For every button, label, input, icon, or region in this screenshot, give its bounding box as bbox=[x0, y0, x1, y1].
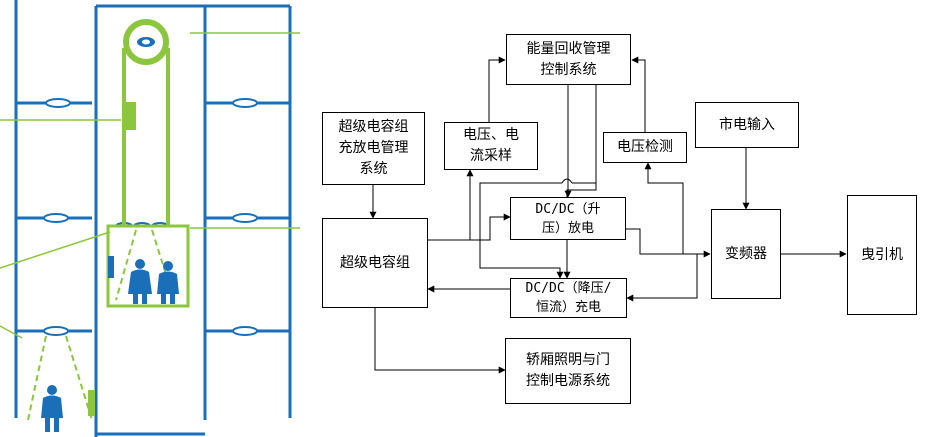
traction-sheave-icon bbox=[123, 19, 169, 65]
traction-machine-block: 曳引机 bbox=[847, 195, 917, 315]
landing-door-indicator bbox=[88, 390, 95, 416]
passenger-icon bbox=[128, 259, 179, 304]
landing-light-cone bbox=[27, 335, 93, 421]
arrow-boost-to-inverter bbox=[626, 228, 711, 258]
arrow-inverter-to-buck bbox=[626, 254, 698, 302]
line-hop bbox=[561, 178, 573, 184]
hoist-ropes bbox=[122, 48, 170, 226]
elevator-illustration bbox=[0, 0, 300, 437]
arrow-voltage-detect-to-energy-mgmt bbox=[631, 56, 646, 132]
mains-input-block: 市电输入 bbox=[695, 102, 799, 148]
voltage-current-sampling-block: 电压、电 流采样 bbox=[444, 122, 538, 170]
shaft-walls bbox=[14, 0, 292, 437]
energy-recovery-mgmt-block: 能量回收管理 控制系统 bbox=[506, 34, 631, 85]
counterweight-icon bbox=[122, 102, 136, 130]
arrow-supercap-to-boost bbox=[470, 213, 511, 241]
cabin-door-panel bbox=[108, 256, 114, 278]
supercap-bank-block: 超级电容组 bbox=[322, 218, 428, 308]
control-line-to-buck-left bbox=[479, 240, 564, 279]
dcdc-buck-charge-block: DC/DC（降压/ 恒流）充电 bbox=[510, 278, 627, 318]
arrow-supercap-to-sampling bbox=[428, 169, 474, 241]
landing-passenger-icon bbox=[41, 385, 63, 432]
inverter-block: 变频器 bbox=[711, 209, 781, 299]
arrow-sampling-to-energy-mgmt bbox=[488, 56, 506, 122]
dcdc-boost-discharge-block: DC/DC（升 压）放电 bbox=[510, 197, 626, 240]
arrow-supercap-to-cabin-power bbox=[374, 308, 506, 374]
supercap-charge-mgmt-block: 超级电容组 充放电管理 系统 bbox=[322, 112, 425, 185]
arrow-bus-to-voltage-detect bbox=[644, 162, 684, 254]
control-line-loop bbox=[479, 182, 562, 240]
voltage-detect-block: 电压检测 bbox=[603, 132, 687, 163]
callout-lines bbox=[0, 32, 300, 339]
cabin-power-block: 轿厢照明与门 控制电源系统 bbox=[505, 338, 631, 404]
